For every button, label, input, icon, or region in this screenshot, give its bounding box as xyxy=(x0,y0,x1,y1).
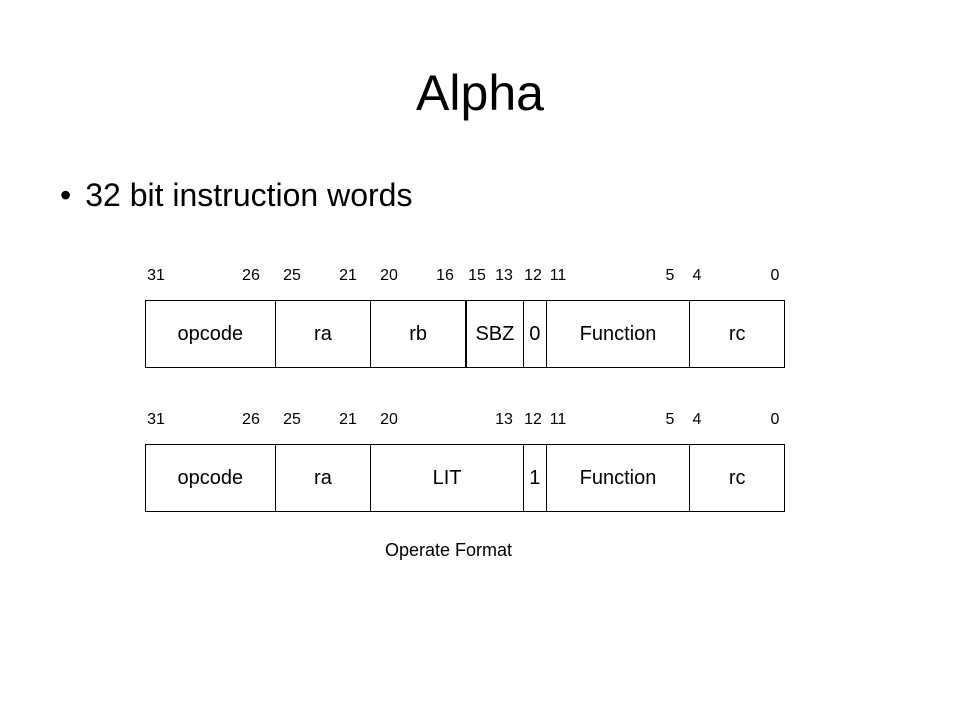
bit-label: 21 xyxy=(339,411,357,428)
bit-label: 31 xyxy=(147,411,165,428)
bit-label: 26 xyxy=(242,267,260,284)
field-rc: rc xyxy=(728,322,746,345)
bullet-dot-icon: • xyxy=(60,177,72,213)
bit-label: 12 xyxy=(524,411,542,428)
field-opcode: opcode xyxy=(146,445,276,511)
bit-label: 15 xyxy=(468,267,486,284)
bit-label: 20 xyxy=(380,411,398,428)
bit-label: 0 xyxy=(770,267,780,284)
field-ra: ra xyxy=(276,301,372,367)
field-sbz: SBZ xyxy=(467,301,524,367)
bit-label: 5 xyxy=(665,411,675,428)
bit-label: 0 xyxy=(770,411,780,428)
bit-label: 4 xyxy=(692,267,702,284)
bit-label: 13 xyxy=(495,267,513,284)
slide-title: Alpha xyxy=(416,65,544,121)
field-rc: rc xyxy=(728,466,746,489)
field-lit: LIT xyxy=(371,445,524,511)
diagram-caption: Operate Format xyxy=(385,540,513,560)
bit-label: 5 xyxy=(665,267,675,284)
format1-field-row: opcode ra rb SBZ 0 Function rc xyxy=(145,300,785,368)
bit-label: 12 xyxy=(524,267,542,284)
field-zero-bit: 0 xyxy=(524,301,547,367)
bit-label: 20 xyxy=(380,267,398,284)
bit-label: 4 xyxy=(692,411,702,428)
bullet-item: • 32 bit instruction words xyxy=(60,170,412,220)
format2-field-row: opcode ra LIT 1 Function rc xyxy=(145,444,785,512)
bit-label: 11 xyxy=(549,411,567,428)
bit-label: 16 xyxy=(436,267,454,284)
field-one-bit: 1 xyxy=(524,445,547,511)
bit-label: 13 xyxy=(495,411,513,428)
bit-label: 21 xyxy=(339,267,357,284)
bit-label: 25 xyxy=(283,411,301,428)
field-function: Function xyxy=(547,445,691,511)
bit-label: 31 xyxy=(147,267,165,284)
field-rb: rb xyxy=(371,301,467,367)
field-ra: ra xyxy=(276,445,372,511)
bullet-text: 32 bit instruction words xyxy=(85,177,413,213)
bit-label: 26 xyxy=(242,411,260,428)
field-opcode: opcode xyxy=(146,301,276,367)
field-function: Function xyxy=(547,301,691,367)
bit-label: 11 xyxy=(549,267,567,284)
bit-label: 25 xyxy=(283,267,301,284)
